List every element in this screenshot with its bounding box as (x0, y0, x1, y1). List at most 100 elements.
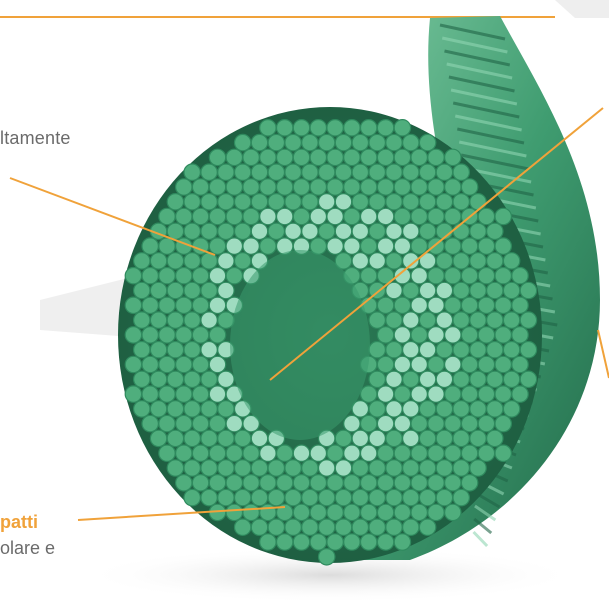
fiber-end (428, 356, 444, 372)
fiber-end (218, 460, 234, 476)
fiber-end (142, 268, 158, 284)
fiber-end (394, 356, 410, 372)
fiber-end (310, 504, 326, 520)
fiber-end (142, 415, 158, 431)
fiber-end (327, 179, 343, 195)
fiber-end (260, 238, 276, 254)
fiber-end (403, 194, 419, 210)
top-band (0, 0, 609, 16)
fiber-end (159, 445, 175, 461)
fiber-end (445, 415, 461, 431)
fiber-end (201, 282, 217, 298)
fiber-end (235, 519, 251, 535)
fiber-end (361, 475, 377, 491)
fiber-end (319, 223, 335, 239)
fiber-end (243, 475, 259, 491)
fiber-end (453, 194, 469, 210)
fiber-end (453, 371, 469, 387)
fiber-end (512, 297, 528, 313)
fiber-end (176, 475, 192, 491)
fiber-end (184, 194, 200, 210)
fiber-end (428, 415, 444, 431)
fiber-end (419, 194, 435, 210)
fiber-end (235, 134, 251, 150)
fiber-end (394, 297, 410, 313)
fiber-end (478, 386, 494, 402)
fiber-end (285, 489, 301, 505)
fiber-end (411, 149, 427, 165)
fiber-end (134, 253, 150, 269)
fiber-end (478, 208, 494, 224)
fiber-end (134, 342, 150, 358)
fiber-end (403, 312, 419, 328)
fiber-end (277, 534, 293, 550)
fiber-end (495, 268, 511, 284)
fiber-end (218, 194, 234, 210)
braid-strand (474, 532, 488, 546)
fiber-end (226, 149, 242, 165)
fiber-end (302, 519, 318, 535)
fiber-end (260, 208, 276, 224)
fiber-end (361, 208, 377, 224)
fiber-end (302, 223, 318, 239)
fiber-end (142, 327, 158, 343)
fiber-end (386, 223, 402, 239)
fiber-end (335, 223, 351, 239)
fiber-end (184, 489, 200, 505)
fiber-end (403, 342, 419, 358)
fiber-end (310, 445, 326, 461)
fiber-end (386, 282, 402, 298)
fiber-end (125, 268, 141, 284)
fiber-end (352, 253, 368, 269)
fiber-end (142, 386, 158, 402)
fiber-end (226, 208, 242, 224)
fiber-end (411, 504, 427, 520)
fiber-end (377, 149, 393, 165)
fiber-end (142, 238, 158, 254)
fiber-end (293, 120, 309, 136)
fiber-end (167, 194, 183, 210)
fiber-end (394, 327, 410, 343)
fiber-end (352, 134, 368, 150)
fiber-end (386, 489, 402, 505)
fiber-end (159, 386, 175, 402)
fiber-end (268, 194, 284, 210)
fiber-end (478, 297, 494, 313)
fiber-end (428, 504, 444, 520)
fiber-end (235, 194, 251, 210)
fiber-end (285, 164, 301, 180)
fiber-end (260, 475, 276, 491)
fiber-end (150, 430, 166, 446)
fiber-end (243, 149, 259, 165)
fiber-end (361, 386, 377, 402)
fiber-end (470, 194, 486, 210)
fiber-end (470, 312, 486, 328)
fiber-end (436, 312, 452, 328)
fiber-end (394, 534, 410, 550)
fiber-end (167, 460, 183, 476)
fiber-end (176, 208, 192, 224)
fiber-end (453, 430, 469, 446)
fiber-end (369, 134, 385, 150)
fiber-end (487, 282, 503, 298)
fiber-end (209, 149, 225, 165)
fiber-end (352, 194, 368, 210)
fiber-end (403, 223, 419, 239)
fiber-end (344, 149, 360, 165)
fiber-end (302, 194, 318, 210)
fiber-end (201, 223, 217, 239)
fiber-end (445, 268, 461, 284)
fiber-end (419, 312, 435, 328)
fiber-end (344, 504, 360, 520)
fiber-end (352, 430, 368, 446)
fiber-end (134, 312, 150, 328)
fiber-end (419, 489, 435, 505)
fiber-end (344, 238, 360, 254)
fiber-end (293, 149, 309, 165)
fiber-end (335, 430, 351, 446)
fiber-end (159, 238, 175, 254)
fiber-end (142, 356, 158, 372)
fiber-end (260, 120, 276, 136)
fiber-end (285, 460, 301, 476)
fiber-end (184, 342, 200, 358)
